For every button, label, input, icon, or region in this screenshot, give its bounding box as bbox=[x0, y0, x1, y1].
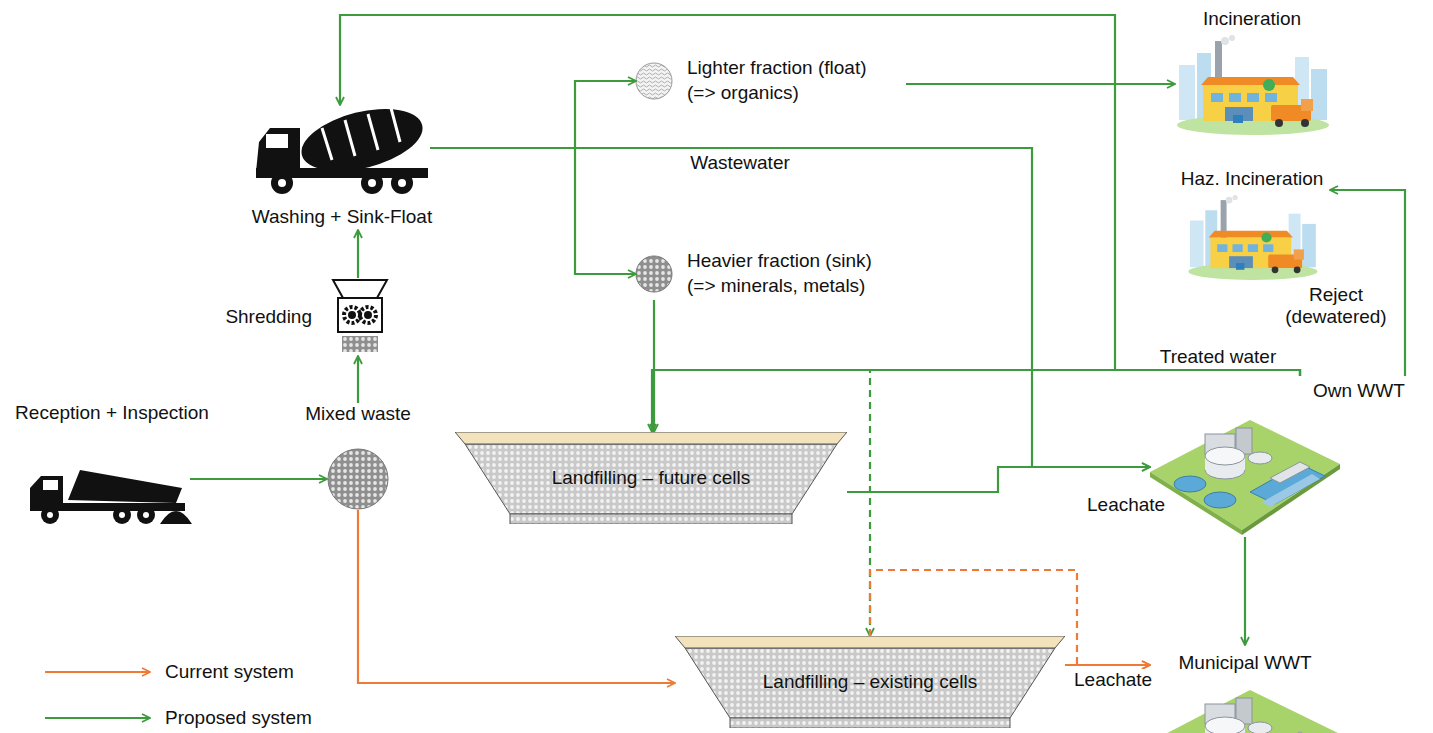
process-icon: Shredding bbox=[328, 278, 392, 356]
landfill-part bbox=[685, 648, 1055, 718]
plant-node: Haz. Incineration bbox=[1175, 168, 1330, 280]
flow-arrow bbox=[358, 510, 675, 683]
node-label: Shredding bbox=[225, 306, 312, 328]
flow-arrow bbox=[357, 230, 359, 278]
landfill-part bbox=[465, 444, 837, 514]
landfill-cell: Landfilling – future cells bbox=[455, 432, 847, 524]
node-label: Heavier fraction (sink) bbox=[687, 250, 872, 272]
shredder-icon bbox=[333, 280, 387, 352]
waste-stream: Mixed waste bbox=[327, 403, 389, 510]
flow-arrow bbox=[430, 81, 636, 148]
mixer-truck-icon bbox=[256, 98, 429, 194]
flow-arrow bbox=[357, 356, 359, 403]
fraction-node: Lighter fraction (float) (=> organics) bbox=[636, 57, 906, 105]
flow-arrow bbox=[340, 15, 1300, 376]
landfill-part bbox=[455, 432, 847, 444]
flow-arrow bbox=[870, 370, 1300, 636]
incineration-plant-icon bbox=[1177, 35, 1329, 135]
edge-label: Reject (dewatered) bbox=[1275, 284, 1397, 328]
flow-arrow bbox=[653, 300, 655, 432]
flow-arrow bbox=[652, 370, 1300, 432]
incineration-plant-icon bbox=[1188, 195, 1317, 280]
fraction-node: Heavier fraction (sink) (=> minerals, met… bbox=[636, 250, 906, 300]
process-icon: Reception + Inspection bbox=[30, 400, 190, 527]
flow-arrow bbox=[847, 467, 1150, 492]
node-label: Landfilling – existing cells bbox=[763, 671, 977, 693]
node-label: Lighter fraction (float) bbox=[687, 57, 867, 79]
node-label: Incineration bbox=[1203, 8, 1301, 30]
edge-label: Leachate bbox=[1072, 669, 1154, 691]
dump-truck-icon bbox=[30, 470, 192, 524]
landfill-part bbox=[510, 514, 792, 524]
legend-text: Proposed system bbox=[165, 707, 312, 729]
node-label: Own WWT bbox=[1313, 380, 1405, 402]
edge-label: Wastewater bbox=[688, 152, 792, 174]
edge-label: Treated water bbox=[1158, 346, 1279, 368]
flow-arrow bbox=[1244, 537, 1246, 645]
landfill-part bbox=[675, 636, 1065, 648]
wwt-plant-icon bbox=[1150, 690, 1340, 733]
node-label: (=> minerals, metals) bbox=[687, 275, 865, 297]
wwt-plant-icon bbox=[1150, 420, 1340, 535]
node-label: Reception + Inspection bbox=[15, 402, 209, 424]
landfill-cell: Landfilling – existing cells bbox=[675, 636, 1065, 728]
plant-node: Municipal WWT bbox=[1150, 645, 1340, 733]
flow-arrow bbox=[906, 83, 1175, 85]
edge-label: Leachate bbox=[1085, 494, 1167, 516]
flow-arrow bbox=[430, 148, 1150, 467]
node-label: Mixed waste bbox=[305, 403, 411, 425]
node-label: Haz. Incineration bbox=[1181, 168, 1324, 190]
flow-arrow bbox=[1330, 190, 1405, 376]
process-icon: Washing + Sink-Float bbox=[255, 105, 430, 230]
landfill-part bbox=[730, 718, 1010, 728]
flow-arrow bbox=[430, 148, 636, 274]
flow-arrow bbox=[190, 478, 327, 480]
node-label: Washing + Sink-Float bbox=[252, 206, 432, 228]
plant-node: Incineration bbox=[1175, 8, 1330, 136]
node-label: Municipal WWT bbox=[1178, 652, 1311, 674]
legend-text: Current system bbox=[165, 661, 294, 683]
node-label: (=> organics) bbox=[687, 82, 799, 104]
plant-node: Own WWT bbox=[1150, 376, 1420, 537]
legend-sample bbox=[45, 672, 150, 718]
node-label: Landfilling – future cells bbox=[552, 467, 751, 489]
